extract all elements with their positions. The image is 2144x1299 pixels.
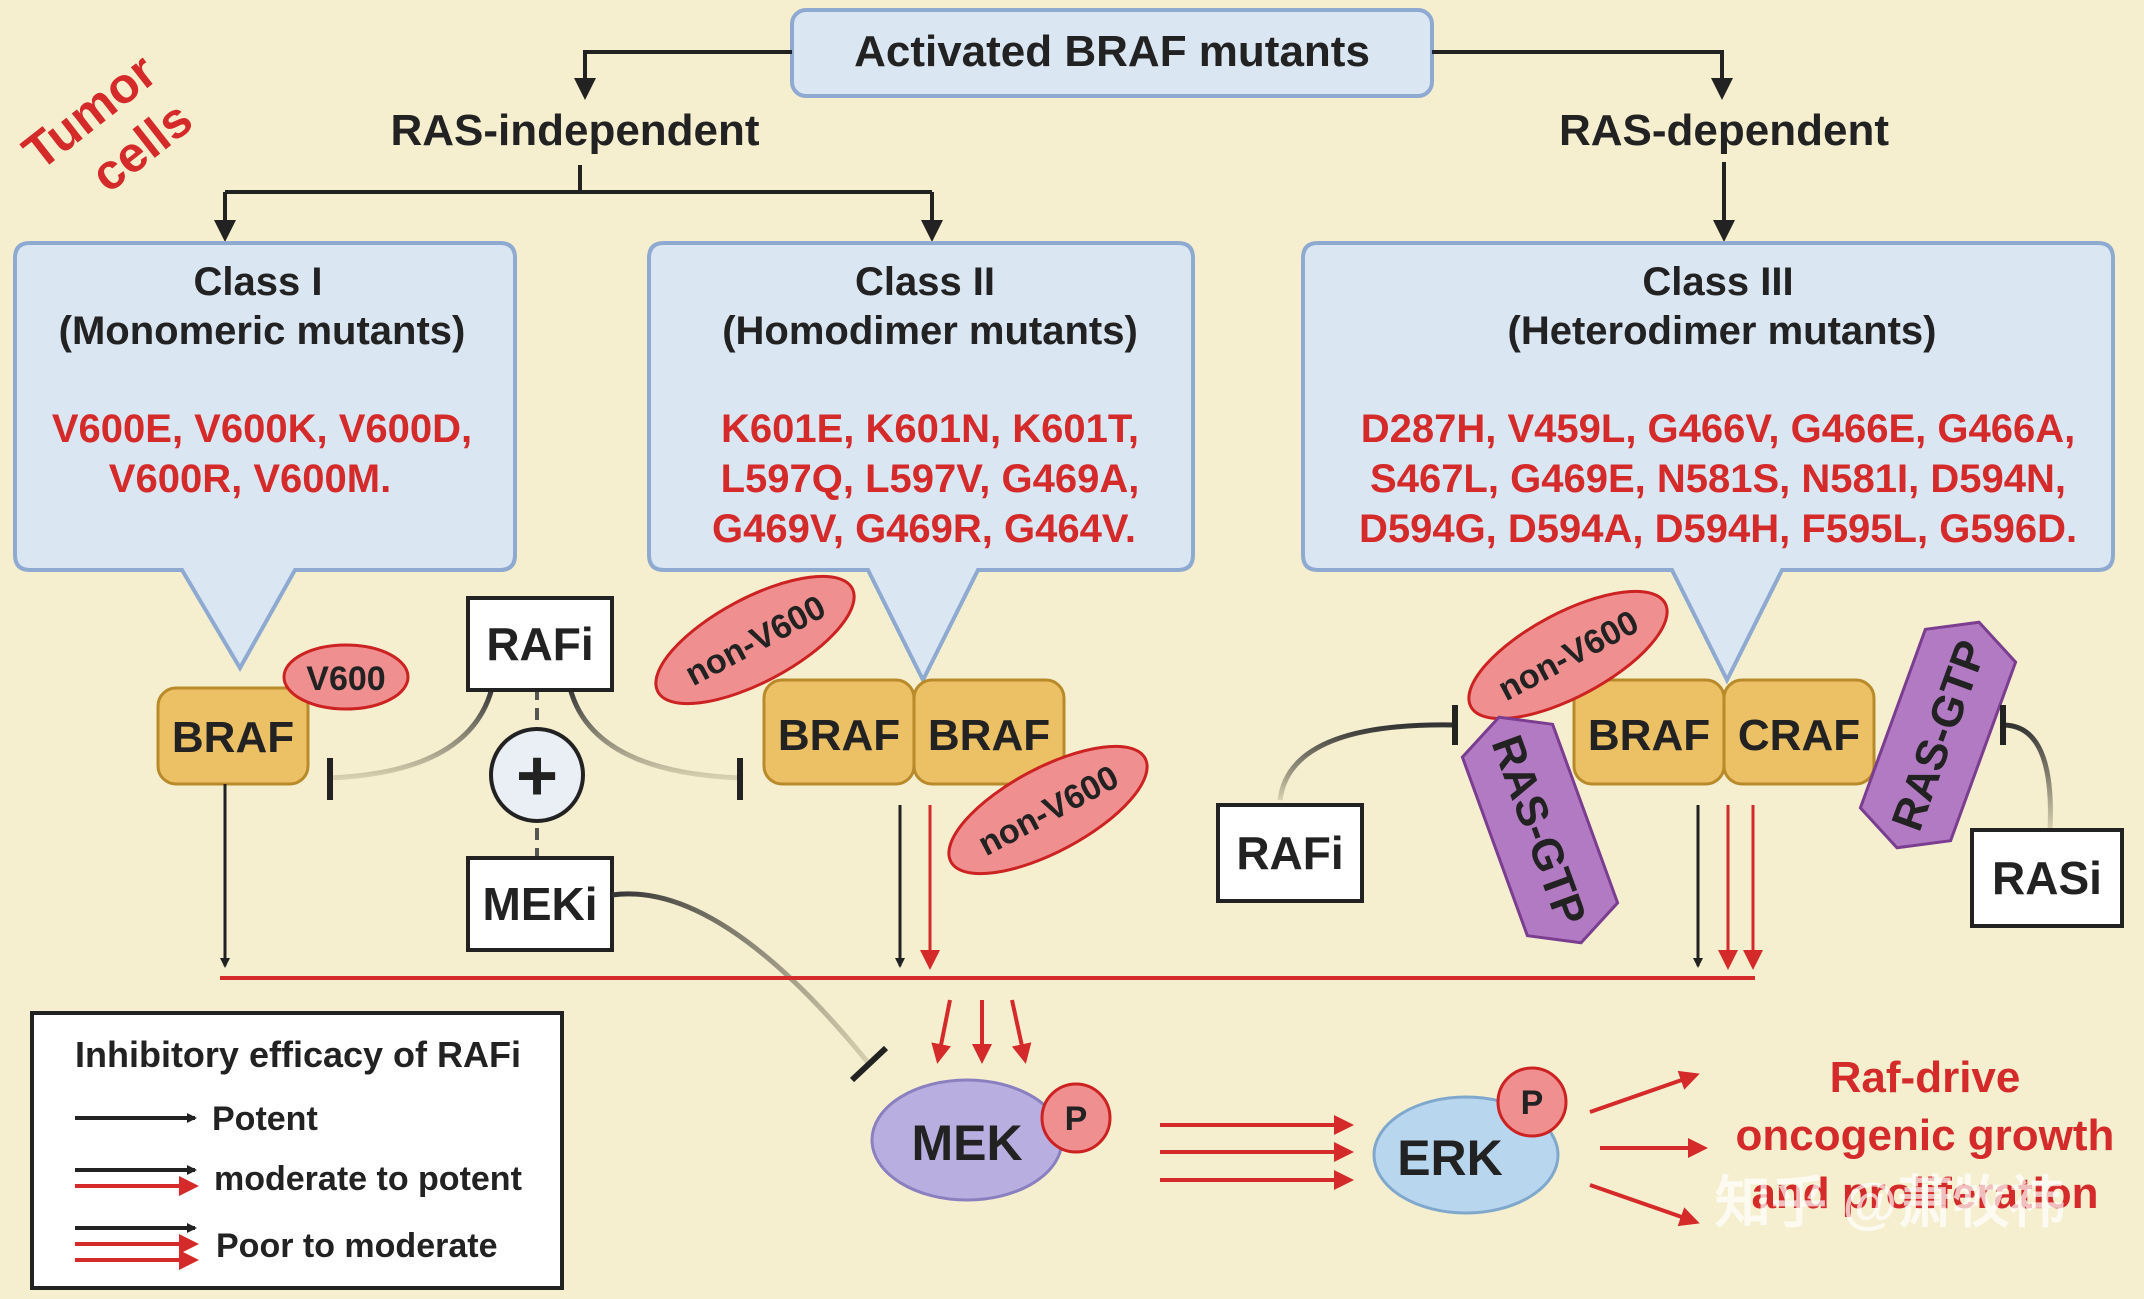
mek-label: MEK [911,1115,1022,1171]
plus-circle [489,727,585,823]
class2-box [647,241,1195,685]
arrow-branch-split [225,165,932,194]
rasi-label: RASi [1992,852,2102,904]
class2-non-v600-top: non-V600 [654,574,856,706]
erk-phospho [1496,1066,1568,1138]
rafi-inhibit-class2 [567,687,741,781]
meki-label: MEKi [483,878,598,930]
rafi-label-right: RAFi [1236,827,1343,879]
meki-inhibit-mek-tbar [849,1045,889,1083]
legend-label-poor: Poor to moderate [216,1227,497,1265]
rafi-box-right [1216,803,1364,903]
legend-label-moderate: moderate to potent [214,1160,522,1198]
ras-independent-label: RAS-independent [390,106,759,155]
class1-braf [156,686,310,786]
arrow-title-right [1432,50,1733,100]
watermark: 知乎 @萧牧祎 [1715,1171,2065,1234]
rafi-box-center [466,596,614,692]
outcome-line-2: oncogenic growth [1736,1111,2115,1160]
class3-subtitle: (Heterodimer mutants) [1508,309,1937,353]
class3-braf-label: BRAF [1588,711,1710,760]
outcome-line-1: Raf-drive [1830,1053,2021,1102]
rafi-label-center: RAFi [486,618,593,670]
legend-label-potent: Potent [212,1100,318,1138]
class3-mutations-1: D287H, V459L, G466V, G466E, G466A, [1361,407,2076,451]
class1-mutations-1: V600E, V600K, V600D, [52,407,472,451]
class2-braf-left-label: BRAF [778,711,900,760]
rafi-inhibit-class1 [329,687,495,781]
erk-label: ERK [1397,1130,1503,1186]
meki-box [466,856,614,952]
class1-box [13,241,517,673]
ras-gtp-right: RAS-GTP [1858,620,2018,850]
to-mek-arrow-3 [1010,999,1032,1064]
title-text: Activated BRAF mutants [854,27,1370,76]
erk-phospho-label: P [1521,1084,1544,1122]
class2-name: Class II [855,260,995,304]
rasi-inhibit [2002,722,2053,831]
mek-phospho-label: P [1065,1100,1088,1138]
erk-out-arrow-1 [1589,1070,1700,1114]
rasi-box [1970,828,2124,928]
outcome-line-3: and proliferation [1751,1169,2098,1218]
mek-phospho [1040,1082,1112,1154]
plus-sign: + [516,736,558,816]
class2-subtitle: (Homodimer mutants) [722,309,1138,353]
erk-out-arrow-3 [1589,1183,1700,1227]
class2-mutations-3: G469V, G469R, G464V. [712,507,1136,551]
meki-inhibit-mek [611,891,872,1067]
class3-name: Class III [1642,260,1793,304]
class2-braf-right-label: BRAF [928,711,1050,760]
legend-title: Inhibitory efficacy of RAFi [75,1034,521,1075]
class2-braf-right [912,678,1066,786]
class3-mutations-2: S467L, G469E, N581S, N581I, D594N, [1370,457,2066,501]
class2-mutations-2: L597Q, L597V, G469A, [721,457,1140,501]
class3-craf [1722,678,1876,786]
legend-arrow-moderate [75,1165,199,1196]
to-mek-arrow-1 [931,999,952,1064]
class1-name: Class I [194,260,323,304]
legend-arrow-poor [75,1223,199,1270]
ras-dependent-label: RAS-dependent [1559,106,1889,155]
class1-braf-label: BRAF [172,713,294,762]
class3-mutations-3: D594G, D594A, D594H, F595L, G596D. [1359,507,2077,551]
arrow-title-left [574,50,792,100]
class2-mutations-1: K601E, K601N, K601T, [721,407,1139,451]
class3-rafi-inhibit [1277,722,1456,801]
class3-box [1301,241,2115,685]
class1-mutations-2: V600R, V600M. [109,457,391,501]
class1-subtitle: (Monomeric mutants) [59,309,466,353]
v600-label: V600 [306,660,385,698]
v600-oval [282,643,410,711]
class3-craf-label: CRAF [1738,711,1860,760]
